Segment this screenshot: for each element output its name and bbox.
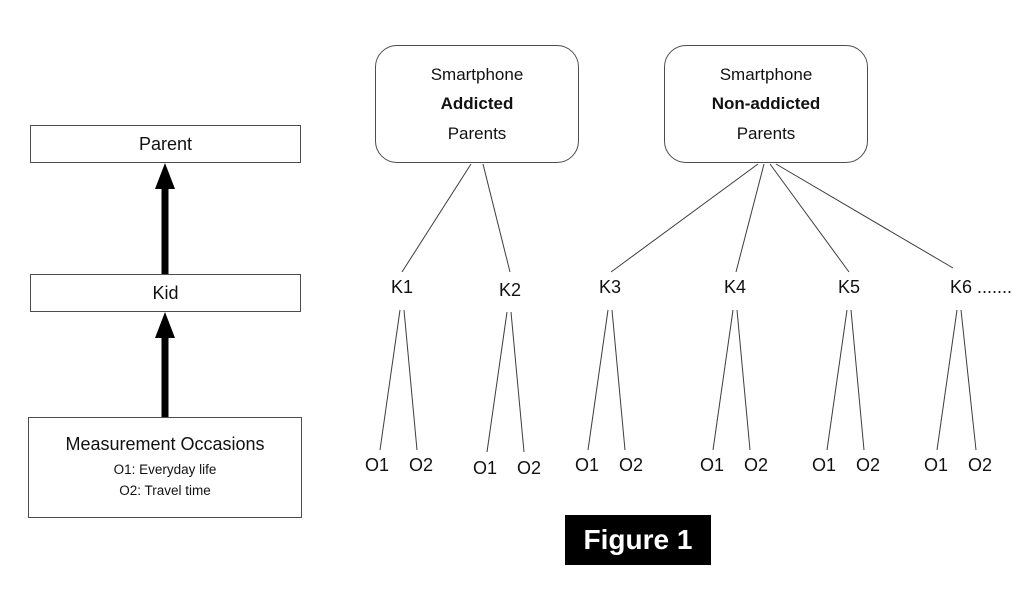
occasion-o2-k2: O2 [516, 458, 542, 478]
measurement-title: Measurement Occasions [65, 434, 265, 455]
non-addicted-line3: Parents [736, 123, 796, 143]
kid-box: Kid [30, 274, 301, 312]
figure-caption: Figure 1 [565, 515, 711, 565]
measurement-occasions-box: Measurement Occasions O1: Everyday life … [28, 417, 302, 518]
kid-node-k2: K2 [498, 280, 522, 300]
occasion-o2-k4: O2 [743, 455, 769, 475]
occasion-o1-k6: O1 [923, 455, 949, 475]
kid-label: Kid [152, 282, 179, 303]
occasion-o2-k5: O2 [855, 455, 881, 475]
occasion-o2-k6: O2 [967, 455, 993, 475]
measurement-occasion1: O1: Everyday life [113, 462, 217, 478]
non-addicted-line1: Smartphone [719, 65, 813, 85]
kid-node-k5: K5 [837, 277, 861, 297]
kid-node-k6: K6 ....... [949, 277, 1013, 297]
measurement-occasion2: O2: Travel time [119, 482, 211, 498]
kid-node-k3: K3 [598, 277, 622, 297]
arrow-kid-to-parent [155, 163, 175, 274]
arrow-measurement-to-kid [155, 312, 175, 417]
addicted-line2: Addicted [440, 94, 514, 114]
kid-node-k4: K4 [723, 277, 747, 297]
non-addicted-line2: Non-addicted [711, 94, 821, 114]
occasion-o2-k3: O2 [618, 455, 644, 475]
addicted-parents-box: Smartphone Addicted Parents [375, 45, 579, 163]
figure-caption-text: Figure 1 [583, 524, 693, 555]
non-addicted-parents-box: Smartphone Non-addicted Parents [664, 45, 868, 163]
occasion-o1-k2: O1 [472, 458, 498, 478]
occasion-o1-k3: O1 [574, 455, 600, 475]
tree-branches [379, 163, 977, 453]
parent-box: Parent [30, 125, 301, 163]
occasion-o2-k1: O2 [408, 455, 434, 475]
parent-label: Parent [138, 133, 193, 154]
occasion-o1-k4: O1 [699, 455, 725, 475]
kid-node-k1: K1 [390, 277, 414, 297]
addicted-line1: Smartphone [430, 65, 524, 85]
addicted-line3: Parents [447, 123, 507, 143]
occasion-o1-k5: O1 [811, 455, 837, 475]
occasion-o1-k1: O1 [364, 455, 390, 475]
